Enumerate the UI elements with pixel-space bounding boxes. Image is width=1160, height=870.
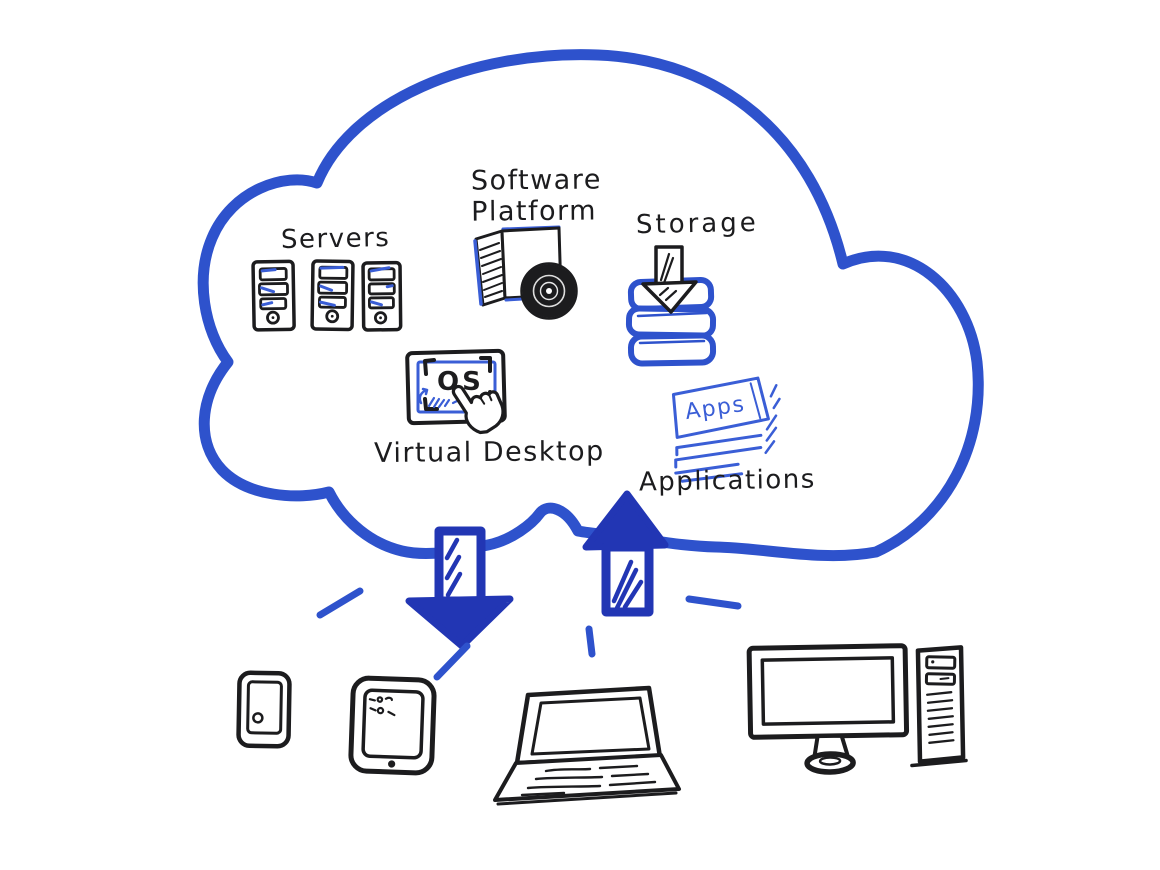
disk-band (627, 332, 717, 367)
software-platform-label-line1: Software (470, 164, 603, 197)
computer-tower-icon (910, 645, 968, 768)
screen-corner-brackets (423, 356, 492, 411)
servers-label: Servers (280, 223, 391, 255)
server-towers-icon (251, 259, 403, 332)
disc-icon (520, 262, 578, 320)
smartphone-icon (236, 670, 292, 749)
desktop-monitor-icon (746, 643, 910, 775)
upload-arrow-icon (582, 490, 669, 617)
virtual-desktop-icon (405, 348, 507, 435)
download-arrow-icon (405, 526, 514, 650)
storage-download-arrow (641, 245, 698, 314)
storage-label: Storage (635, 207, 759, 241)
server-tower (361, 260, 403, 332)
laptop-icon (493, 685, 681, 806)
apps-top-card (671, 376, 770, 439)
pointing-hand-icon (451, 384, 505, 435)
software-platform-label-line2: Platform (471, 195, 598, 228)
server-tower (251, 259, 296, 332)
apps-stack-icon (671, 376, 781, 483)
server-tower (310, 259, 355, 332)
storage-icon (625, 245, 717, 367)
rays-icon (316, 587, 742, 681)
software-platform-label: Software Platform (471, 164, 603, 227)
tablet-icon (348, 675, 437, 776)
software-box-icon (473, 225, 578, 320)
virtual-desktop-label: Virtual Desktop (373, 435, 605, 470)
applications-label: Applications (638, 464, 817, 498)
os-label: OS (437, 367, 484, 397)
